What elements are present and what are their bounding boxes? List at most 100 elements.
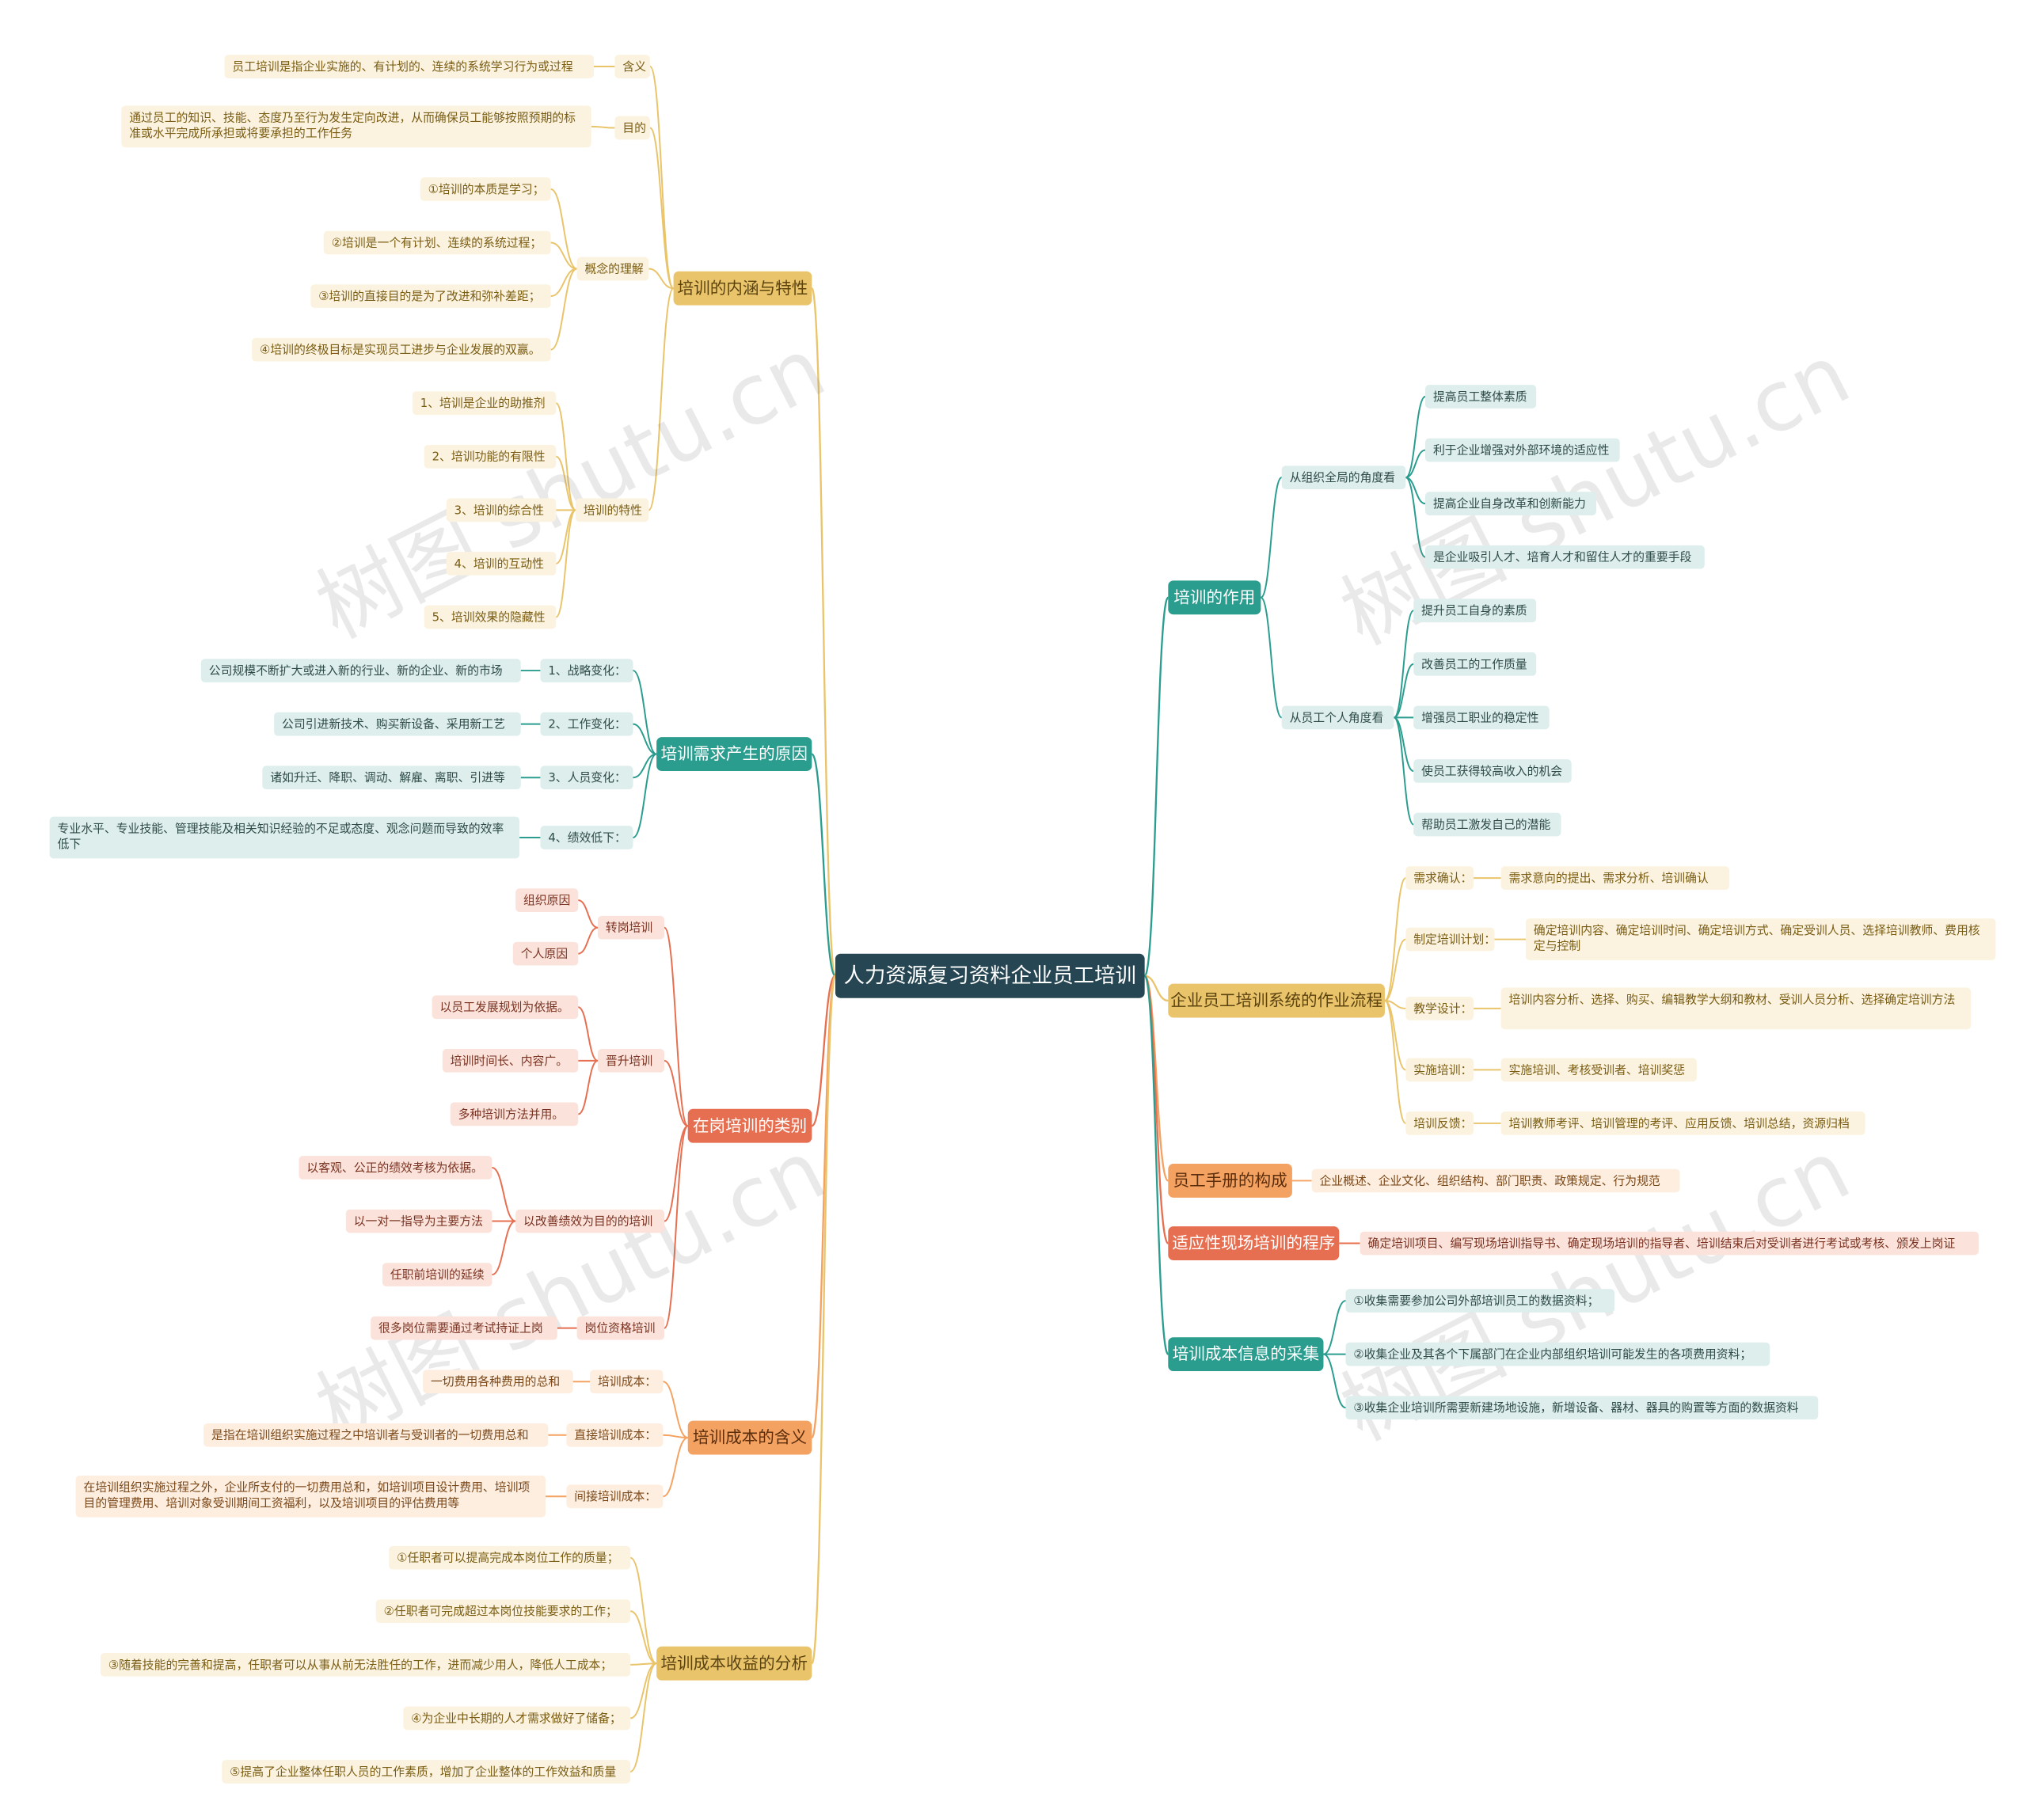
leaf-topic[interactable]: 提高企业自身改革和创新能力: [1425, 492, 1596, 515]
connector-line: [1393, 716, 1415, 826]
sub-topic[interactable]: 以改善绩效为目的的培训: [515, 1209, 665, 1233]
branch-topic[interactable]: 员工手册的构成: [1168, 1164, 1292, 1198]
branch-topic[interactable]: 适应性现场培训的程序: [1168, 1226, 1340, 1260]
leaf-topic[interactable]: 企业概述、企业文化、组织结构、部门职责、政策规定、行为规范: [1311, 1168, 1680, 1193]
leaf-topic[interactable]: 通过员工的知识、技能、态度乃至行为发生定向改进，从而确保员工能够按照预期的标准或…: [121, 105, 591, 148]
sub-topic[interactable]: 概念的理解: [576, 256, 649, 281]
leaf-topic[interactable]: ①收集需要参加公司外部培训员工的数据资料；: [1345, 1289, 1615, 1313]
leaf-topic[interactable]: 诸如升迁、降职、调动、解雇、离职、引进等: [262, 766, 521, 790]
sub-topic[interactable]: 直接培训成本：: [566, 1423, 664, 1447]
leaf-topic[interactable]: 1、培训是企业的助推剂: [412, 391, 557, 416]
branch-topic[interactable]: 培训成本信息的采集: [1168, 1337, 1324, 1372]
connector-line: [1384, 1000, 1407, 1124]
leaf-topic[interactable]: 一切费用各种费用的总和: [423, 1370, 573, 1394]
connector-line: [648, 287, 675, 511]
leaf-topic[interactable]: 提升员工自身的素质: [1413, 598, 1537, 623]
leaf-topic[interactable]: 个人原因: [512, 941, 579, 966]
connector-line: [664, 1125, 689, 1222]
branch-topic[interactable]: 培训的作用: [1168, 580, 1261, 615]
leaf-topic[interactable]: 3、培训的综合性: [446, 498, 557, 522]
leaf-topic[interactable]: 5、培训效果的隐藏性: [424, 605, 557, 629]
connector-line: [664, 926, 689, 1127]
leaf-topic[interactable]: 员工培训是指企业实施的、有计划的、连续的系统学习行为或过程: [224, 55, 595, 78]
connector-line: [811, 975, 837, 1665]
connector-line: [1143, 596, 1169, 977]
sub-topic[interactable]: 间接培训成本：: [566, 1484, 664, 1509]
root-topic[interactable]: 人力资源复习资料企业员工培训: [835, 953, 1145, 998]
connector-line: [1144, 975, 1169, 1002]
sub-topic[interactable]: 培训反馈：: [1405, 1111, 1474, 1135]
branch-topic[interactable]: 企业员工培训系统的作业流程: [1168, 983, 1385, 1018]
leaf-topic[interactable]: 任职前培训的延续: [382, 1263, 492, 1286]
sub-topic[interactable]: 转岗培训: [597, 915, 665, 940]
leaf-topic[interactable]: 培训时间长、内容广。: [442, 1048, 579, 1073]
leaf-topic[interactable]: 使员工获得较高收入的机会: [1413, 759, 1572, 783]
leaf-topic[interactable]: ④为企业中长期的人才需求做好了储备；: [403, 1706, 631, 1731]
leaf-topic[interactable]: 实施培训、考核受训者、培训奖惩: [1500, 1058, 1697, 1082]
sub-topic[interactable]: 培训的特性: [575, 498, 649, 522]
leaf-topic[interactable]: 在培训组织实施过程之外，企业所支付的一切费用总和，如培训项目设计费用、培训项目的…: [75, 1475, 546, 1518]
connector-line: [811, 975, 837, 1127]
leaf-topic[interactable]: 公司规模不断扩大或进入新的行业、新的企业、新的市场: [200, 659, 521, 682]
branch-topic[interactable]: 在岗培训的类别: [687, 1108, 812, 1143]
sub-topic[interactable]: 实施培训：: [1405, 1058, 1474, 1082]
leaf-topic[interactable]: ①任职者可以提高完成本岗位工作的质量；: [389, 1545, 631, 1570]
sub-topic[interactable]: 含义: [614, 55, 650, 78]
leaf-topic[interactable]: 是企业吸引人才、培育人才和留住人才的重要手段: [1425, 545, 1705, 569]
sub-topic[interactable]: 晋升培训: [597, 1048, 665, 1073]
leaf-topic[interactable]: 需求意向的提出、需求分析、培训确认: [1500, 866, 1730, 890]
leaf-topic[interactable]: ④培训的终极目标是实现员工进步与企业发展的双赢。: [252, 337, 551, 362]
leaf-topic[interactable]: 改善员工的工作质量: [1413, 652, 1537, 676]
sub-topic[interactable]: 培训成本：: [590, 1370, 664, 1394]
sub-topic[interactable]: 从员工个人角度看: [1281, 705, 1394, 730]
leaf-topic[interactable]: 帮助员工激发自己的潜能: [1413, 812, 1561, 837]
leaf-topic[interactable]: ③收集企业培训所需要新建场地设施，新增设备、器材、器具的购置等方面的数据资料: [1345, 1396, 1819, 1420]
leaf-topic[interactable]: ①培训的本质是学习；: [420, 177, 551, 201]
sub-topic[interactable]: 目的: [614, 116, 650, 140]
leaf-topic[interactable]: 利于企业增强对外部环境的适应性: [1425, 438, 1620, 462]
sub-topic[interactable]: 从组织全局的角度看: [1281, 465, 1406, 489]
sub-topic[interactable]: 教学设计：: [1405, 997, 1474, 1020]
connector-line: [555, 509, 576, 618]
leaf-topic[interactable]: 以一对一指导为主要方法: [345, 1209, 492, 1233]
leaf-topic[interactable]: 培训内容分析、选择、购买、编辑教学大纲和教材、受训人员分析、选择确定培训方法: [1500, 987, 1972, 1030]
leaf-topic[interactable]: 组织原因: [515, 888, 579, 912]
leaf-topic[interactable]: 专业水平、专业技能、管理技能及相关知识经验的不足或态度、观念问题而导致的效率低下: [49, 816, 520, 859]
branch-topic[interactable]: 培训的内涵与特性: [673, 271, 812, 306]
sub-topic[interactable]: 4、绩效低下：: [540, 826, 633, 849]
connector-line: [1405, 396, 1426, 479]
sub-topic[interactable]: 岗位资格培训: [576, 1316, 665, 1340]
leaf-topic[interactable]: 公司引进新技术、购买新设备、采用新工艺: [274, 712, 521, 736]
leaf-topic[interactable]: ②培训是一个有计划、连续的系统过程；: [323, 230, 551, 255]
leaf-topic[interactable]: 以客观、公正的绩效考核为依据。: [299, 1156, 492, 1180]
leaf-topic[interactable]: ③随着技能的完善和提高，任职者可以从事从前无法胜任的工作，进而减少用人，降低人工…: [100, 1653, 631, 1677]
sub-topic[interactable]: 3、人员变化：: [540, 766, 633, 790]
connector-line: [629, 1662, 657, 1773]
leaf-topic[interactable]: 确定培训项目、编写现场培训指导书、确定现场培训的指导者、培训结束后对受训者进行考…: [1360, 1231, 1979, 1256]
leaf-topic[interactable]: ③培训的直接目的是为了改进和弥补差距；: [310, 284, 551, 308]
sub-topic[interactable]: 1、战略变化：: [540, 659, 633, 682]
connector-line: [1260, 477, 1283, 598]
leaf-topic[interactable]: 提高员工整体素质: [1425, 385, 1537, 408]
leaf-topic[interactable]: 很多岗位需要通过考试持证上岗: [371, 1316, 557, 1340]
connector-line: [629, 1662, 657, 1719]
leaf-topic[interactable]: 确定培训内容、确定培训时间、确定培训方式、确定受训人员、选择培训教师、费用核定与…: [1525, 918, 1996, 960]
branch-topic[interactable]: 培训需求产生的原因: [656, 737, 812, 771]
leaf-topic[interactable]: ②收集企业及其各个下属部门在企业内部组织培训可能发生的各项费用资料；: [1345, 1342, 1770, 1366]
leaf-topic[interactable]: ②任职者可完成超过本岗位技能要求的工作；: [375, 1599, 631, 1624]
leaf-topic[interactable]: 多种培训方法并用。: [450, 1102, 579, 1127]
branch-topic[interactable]: 培训成本收益的分析: [656, 1646, 812, 1681]
leaf-topic[interactable]: 以员工发展规划为依据。: [432, 995, 579, 1020]
leaf-topic[interactable]: 是指在培训组织实施过程之中培训者与受训者的一切费用总和: [203, 1423, 549, 1447]
connector-line: [550, 241, 577, 270]
sub-topic[interactable]: 2、工作变化：: [540, 712, 633, 736]
sub-topic[interactable]: 需求确认：: [1405, 866, 1474, 890]
leaf-topic[interactable]: ⑤提高了企业整体任职人员的工作素质，增加了企业整体的工作效益和质量: [222, 1760, 631, 1784]
sub-topic[interactable]: 制定培训计划：: [1405, 927, 1496, 952]
leaf-topic[interactable]: 2、培训功能的有限性: [424, 444, 557, 469]
leaf-topic[interactable]: 4、培训的互动性: [446, 552, 557, 576]
branch-topic[interactable]: 培训成本的含义: [687, 1420, 812, 1455]
leaf-topic[interactable]: 培训教师考评、培训管理的考评、应用反馈、培训总结，资源归档: [1500, 1111, 1865, 1135]
leaf-topic[interactable]: 增强员工职业的稳定性: [1413, 705, 1550, 730]
